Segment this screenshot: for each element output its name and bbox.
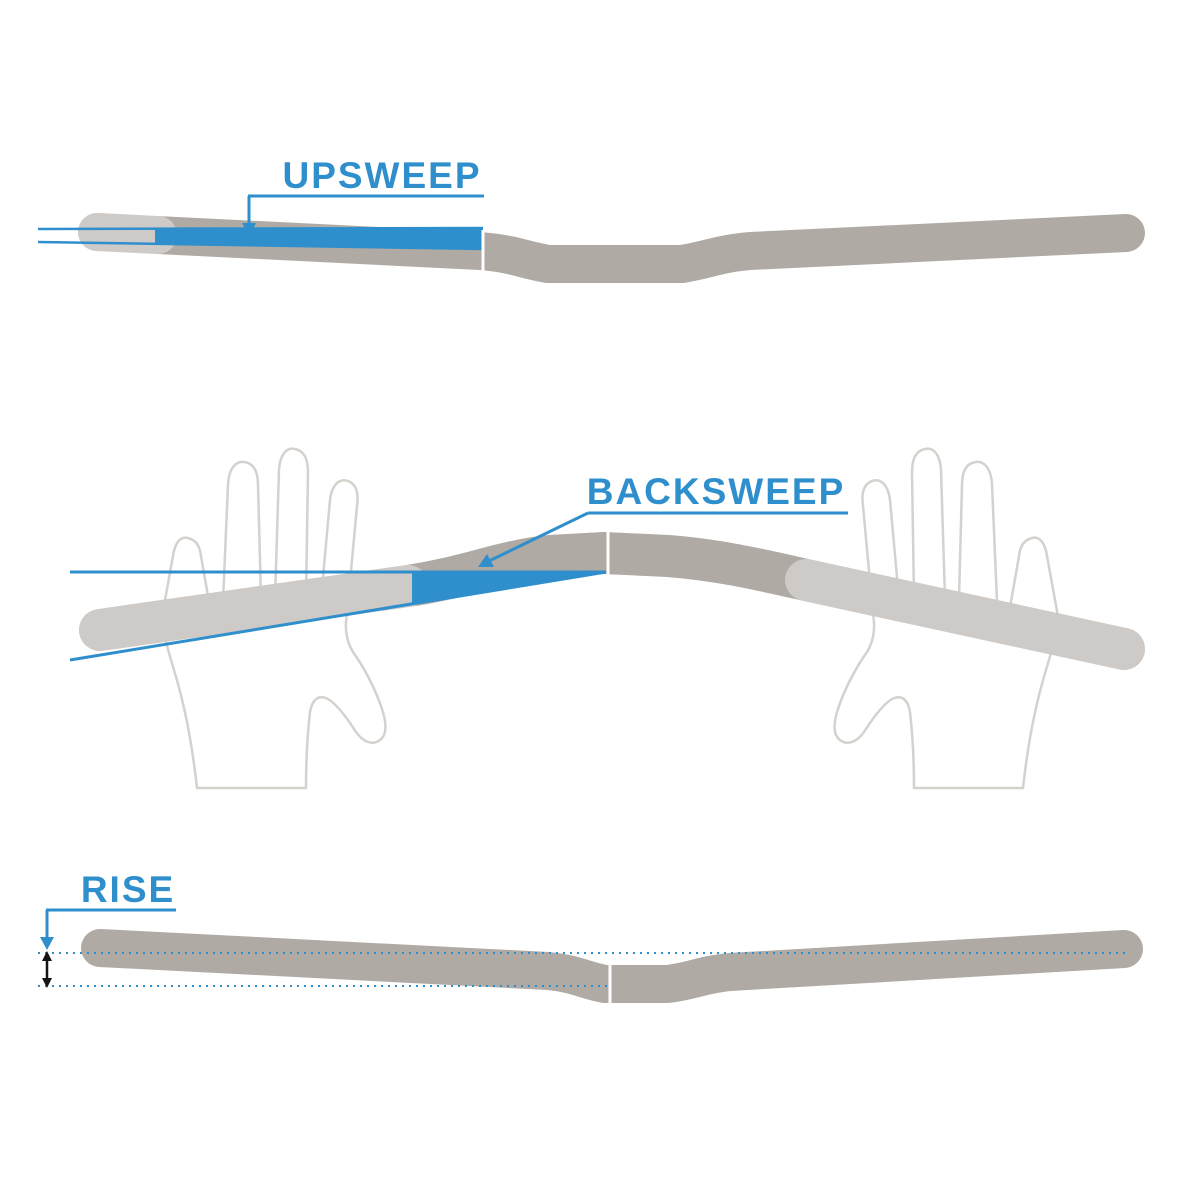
backsweep-leader-line xyxy=(488,511,589,563)
rise-measure-arrowhead-top xyxy=(42,951,52,961)
upsweep-reference-ray-top xyxy=(37,226,484,231)
backsweep-panel: BACKSWEEP xyxy=(69,447,1145,790)
upsweep-reference-ray-bottom xyxy=(37,240,484,251)
left-grip-section xyxy=(79,565,429,651)
rise-measure-arrowhead-bottom xyxy=(42,978,52,988)
handlebar-rise-view xyxy=(81,929,1143,1003)
upsweep-angle-wedge xyxy=(155,228,483,249)
rise-label: RISE xyxy=(81,869,175,910)
backsweep-angle-wedge xyxy=(412,572,604,604)
right-grip-section xyxy=(785,559,1145,670)
rise-pointer-arrowhead xyxy=(40,937,54,950)
upsweep-label: UPSWEEP xyxy=(282,155,481,196)
backsweep-label: BACKSWEEP xyxy=(587,471,846,512)
backsweep-reference-ray-sloped xyxy=(69,570,607,662)
rise-panel: RISE xyxy=(38,869,1143,1005)
upsweep-pointer-arrowhead xyxy=(242,223,256,237)
handlebar-upsweep-view xyxy=(78,213,1145,283)
left-grip-shading xyxy=(78,213,177,254)
upsweep-panel: UPSWEEP xyxy=(37,155,1145,283)
backsweep-leader-arrowhead xyxy=(478,554,494,567)
